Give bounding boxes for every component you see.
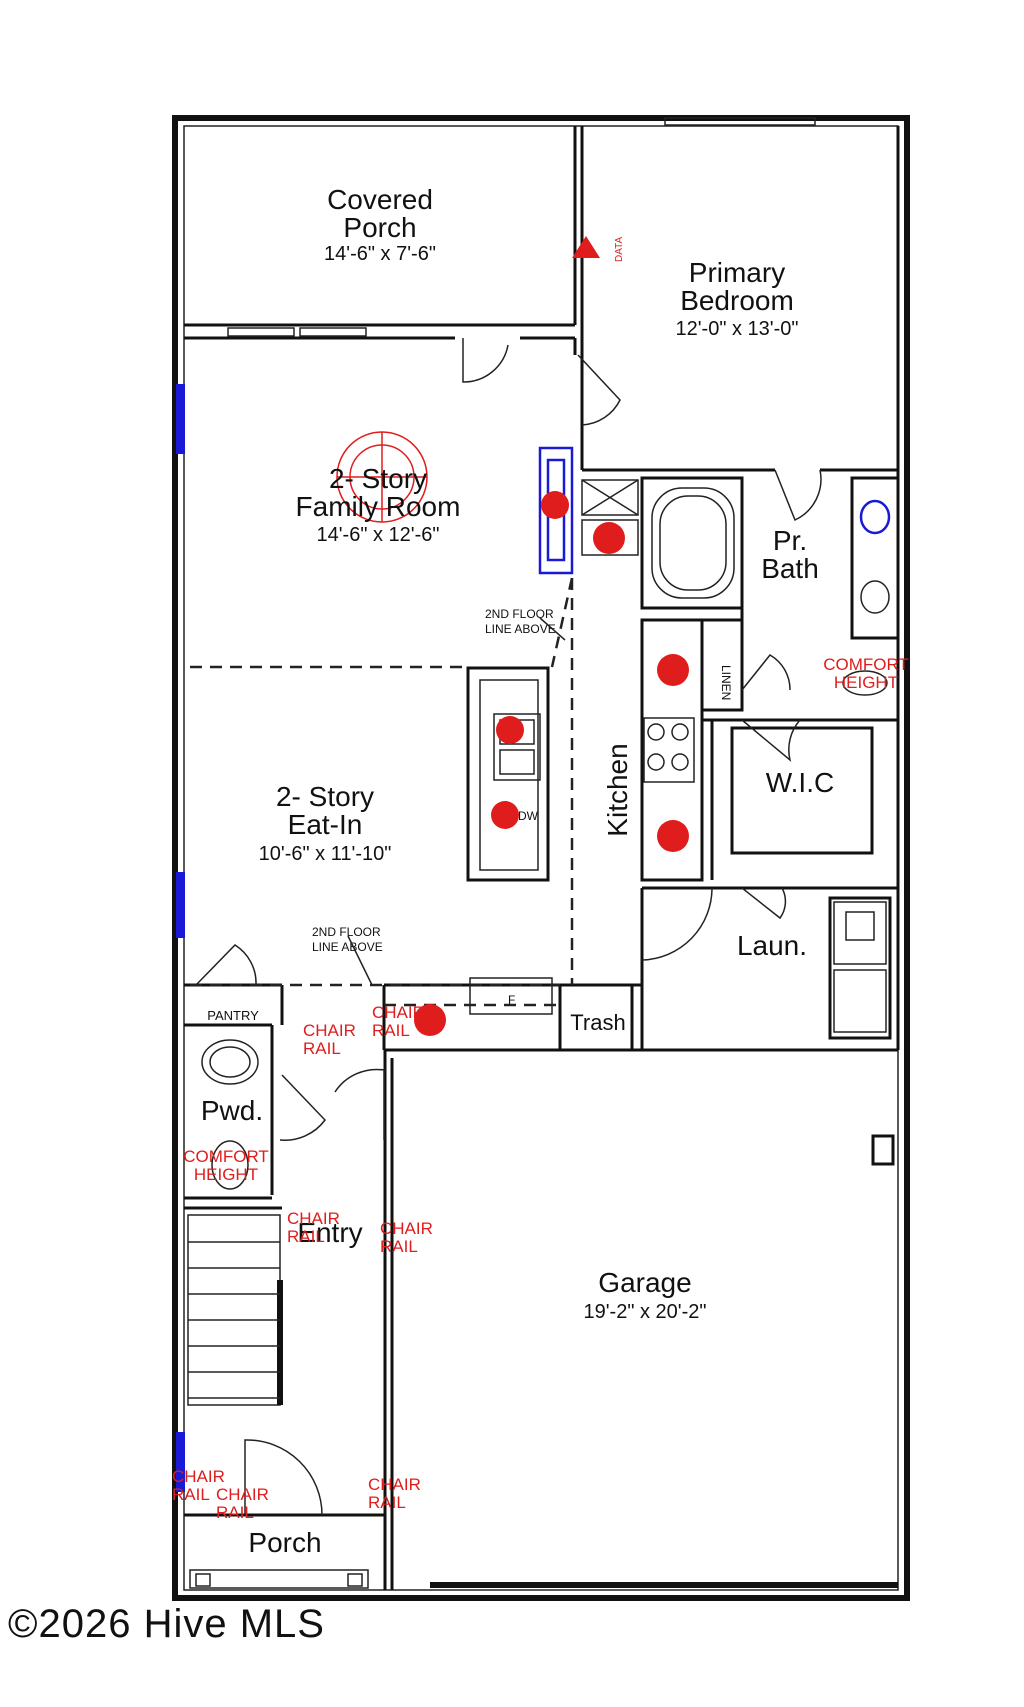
window-eat-in-left [176, 872, 185, 938]
outlet-icon [593, 522, 625, 554]
second-floor-lines [190, 577, 574, 1007]
powder-sink [201, 1039, 259, 1085]
dw-note: DW [518, 809, 539, 823]
bath-sink-1 [859, 499, 891, 535]
chair-rail-note-3b: RAIL [287, 1227, 325, 1246]
porch-label: Porch [248, 1527, 321, 1558]
dishwasher-outlet-icon [491, 801, 519, 829]
chair-rail-note-4b: RAIL [380, 1237, 418, 1256]
data-outlet-icon [572, 236, 600, 258]
bathtub [651, 487, 735, 599]
pr-bath-label-2: Bath [761, 553, 819, 584]
kitchen-label: Kitchen [602, 743, 633, 836]
outlet-icon-4 [496, 716, 524, 744]
outlet-icon-2 [657, 654, 689, 686]
linen-label: LINEN [719, 665, 733, 700]
doors [195, 338, 822, 1516]
chair-rail-note-1a: CHAIR [303, 1021, 356, 1040]
tv-outlet-icon [541, 491, 569, 519]
fixtures [201, 431, 891, 1190]
chair-rail-note-2b: RAIL [372, 1021, 410, 1040]
chair-rail-note-7b: RAIL [368, 1493, 406, 1512]
chair-rail-note-2a: CHAIR [372, 1003, 425, 1022]
outlet-icon-3 [657, 820, 689, 852]
garage-dims: 19'-2" x 20'-2" [583, 1301, 706, 1323]
trash-label: Trash [570, 1010, 625, 1035]
window-family-left [176, 384, 185, 454]
eat-in-label-1: 2- Story [276, 781, 374, 812]
second-floor-note-2-line1: 2ND FLOOR [312, 925, 381, 939]
comfort-height-primary-2: HEIGHT [834, 673, 898, 692]
range [643, 717, 695, 783]
kitchen-sink [493, 713, 541, 781]
data-note: DATA [614, 236, 625, 262]
wic-label: W.I.C [766, 767, 834, 798]
electrical-symbols [414, 236, 689, 1036]
fridge [469, 977, 553, 1015]
chair-rail-note-6a: CHAIR [216, 1485, 269, 1504]
kitchen-island [466, 666, 550, 882]
room-labels: Covered Porch 14'-6" x 7'-6" Primary Bed… [201, 184, 834, 1558]
pantry-label: PANTRY [207, 1008, 259, 1023]
covered-porch-label-2: Porch [343, 212, 416, 243]
family-room-label-2: Family Room [296, 491, 461, 522]
comfort-height-powder-1: COMFORT [183, 1147, 269, 1166]
eat-in-label-2: Eat-In [288, 809, 363, 840]
interior-walls [184, 126, 900, 1590]
pr-bath-label-1: Pr. [773, 525, 807, 556]
chair-rail-note-5a: CHAIR [172, 1467, 225, 1486]
powder-label: Pwd. [201, 1095, 263, 1126]
toilet-primary [842, 670, 888, 696]
outlet-icon-5 [414, 1004, 446, 1036]
second-floor-note-1-line1: 2ND FLOOR [485, 607, 554, 621]
toilet-powder [211, 1140, 249, 1190]
family-room-dims: 14'-6" x 12'-6" [316, 524, 439, 546]
primary-bedroom-label-2: Bedroom [680, 285, 794, 316]
second-floor-note-2-line2: LINE ABOVE [312, 940, 383, 954]
covered-porch-label-1: Covered [327, 184, 433, 215]
eat-in-dims: 10'-6" x 11'-10" [259, 843, 392, 865]
second-floor-note-1-line2: LINE ABOVE [485, 622, 556, 636]
garage-label: Garage [598, 1267, 691, 1298]
annotations: 2ND FLOOR LINE ABOVE 2ND FLOOR LINE ABOV… [172, 236, 909, 1522]
window-porch-left [176, 1432, 185, 1492]
primary-bedroom-dims: 12'-0" x 13'-0" [675, 318, 798, 340]
primary-bedroom-label-1: Primary [689, 257, 785, 288]
fridge-note: F [508, 993, 515, 1007]
stairs [187, 1214, 283, 1406]
family-room-label-1: 2- Story [329, 463, 427, 494]
chair-rail-note-7a: CHAIR [368, 1475, 421, 1494]
chair-rail-note-4a: CHAIR [380, 1219, 433, 1238]
windows [176, 117, 816, 1492]
comfort-height-primary-1: COMFORT [823, 655, 909, 674]
fireplace [538, 446, 574, 575]
comfort-height-powder-2: HEIGHT [194, 1165, 258, 1184]
entry-label: Entry [297, 1217, 362, 1248]
chair-rail-note-6b: RAIL [216, 1503, 254, 1522]
chair-rail-note-1b: RAIL [303, 1039, 341, 1058]
laundry-label: Laun. [737, 930, 807, 961]
copyright-watermark: ©2026 Hive MLS [8, 1602, 325, 1646]
bath-sink-2 [860, 580, 890, 614]
chair-rail-note-5b: RAIL [172, 1485, 210, 1504]
covered-porch-dims: 14'-6" x 7'-6" [324, 243, 436, 265]
chair-rail-note-3a: CHAIR [287, 1209, 340, 1228]
